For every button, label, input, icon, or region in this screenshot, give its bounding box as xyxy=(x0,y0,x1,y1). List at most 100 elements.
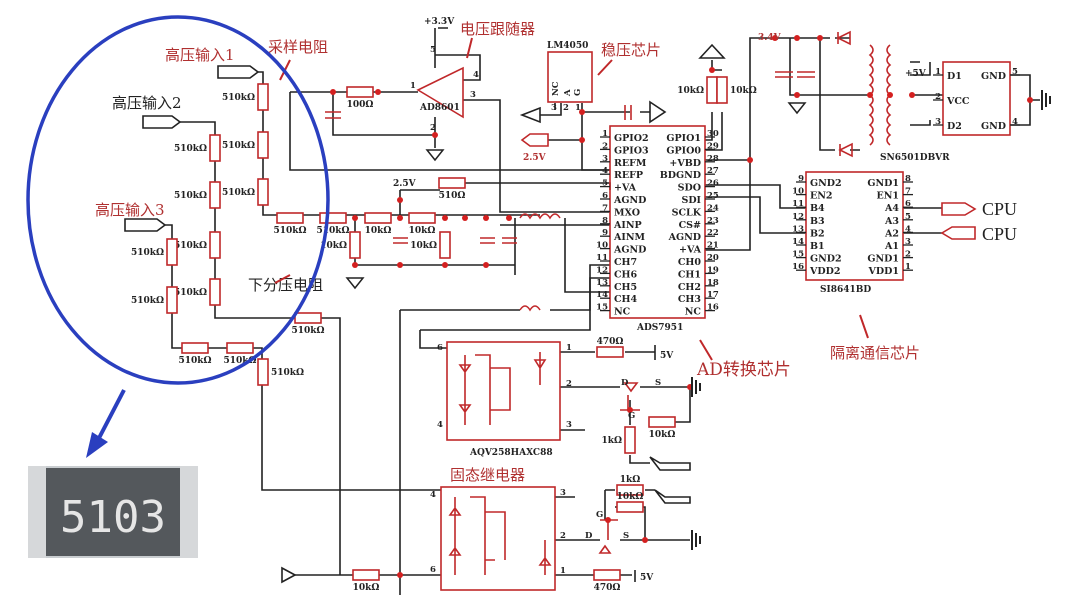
resistor: 510kΩ xyxy=(223,342,257,366)
pin-label: REFP xyxy=(614,170,643,181)
hv-input-3-label: 高压输入3 xyxy=(95,201,165,219)
pin-label: A2 xyxy=(884,228,899,239)
pin-number: 3 xyxy=(935,117,941,127)
pin-label: CS# xyxy=(679,220,701,231)
resistor: 10kΩ xyxy=(364,212,392,236)
pin-label: B2 xyxy=(810,228,825,239)
pin-number: 4 xyxy=(602,166,608,176)
resistor-value: 510kΩ xyxy=(178,356,211,366)
chip-pin: 5 GND xyxy=(981,67,1020,82)
pin-label: AGND xyxy=(613,195,646,206)
pin-label: AINP xyxy=(613,220,642,231)
isolator-label: SI8641BD xyxy=(820,285,871,295)
pin-label: B1 xyxy=(810,241,825,252)
resistor: 10kΩ xyxy=(352,569,380,593)
voltage-2v5: 2.5V xyxy=(393,179,417,189)
mosfet-pin: S xyxy=(655,378,661,388)
chip-pin: 5A3 xyxy=(884,212,913,227)
relay-aqv258 xyxy=(446,341,561,441)
sampling-resistor-label: 采样电阻 xyxy=(268,38,328,56)
pin-number: 15 xyxy=(596,303,608,313)
adc-ads7951 xyxy=(609,125,706,319)
capacitor xyxy=(624,105,632,120)
voltage-3v3: +3.3V xyxy=(424,17,455,27)
pin-label: GND xyxy=(981,71,1006,82)
pin-label: D2 xyxy=(947,121,962,132)
pin-label: B3 xyxy=(810,216,825,227)
pin-number: 2 xyxy=(905,250,911,260)
inductor xyxy=(519,305,541,312)
resistor: 510kΩ xyxy=(131,238,178,266)
resistor-value: 510kΩ xyxy=(174,288,207,298)
pin-number: 12 xyxy=(596,265,608,275)
pin-label: VCC xyxy=(946,96,970,107)
hv-input-2-flag xyxy=(142,115,182,129)
resistor-value: 510kΩ xyxy=(131,248,164,258)
pin-number: 13 xyxy=(596,278,608,288)
pin-number: 30 xyxy=(707,129,719,139)
pin-number: 6 xyxy=(905,199,911,209)
hv-input-2-label: 高压输入2 xyxy=(112,94,182,112)
pin-number: 7 xyxy=(905,187,911,197)
pin-number: 2 xyxy=(566,379,572,389)
mosfet-pin: S xyxy=(623,531,629,541)
pin-label: GND2 xyxy=(810,254,842,265)
resistor-value: 10kΩ xyxy=(410,241,437,251)
chip-pin: 6A4 xyxy=(884,199,913,214)
wires xyxy=(165,28,1040,595)
pin-label: +VBD xyxy=(669,158,701,169)
pin-number: 25 xyxy=(707,191,719,201)
resistor-value: 510Ω xyxy=(439,191,466,201)
resistor-value: 10kΩ xyxy=(409,226,436,236)
pin-label: A1 xyxy=(884,241,899,252)
pin-number: 5 xyxy=(602,179,608,189)
resistor: 510kΩ xyxy=(222,83,269,111)
pin-number: 20 xyxy=(707,253,719,263)
pin-label: MXO xyxy=(614,207,640,218)
pin-number: 23 xyxy=(707,216,719,226)
chip-pin: 23 CS# xyxy=(679,216,719,231)
resistor: 1kΩ xyxy=(616,475,644,496)
pin-number: 5 xyxy=(1012,67,1018,77)
resistor-value: 510kΩ xyxy=(174,144,207,154)
pin-number: 15 xyxy=(792,250,804,260)
chip-pin: 4 REFP xyxy=(600,166,643,181)
highlight-arrow xyxy=(96,389,126,441)
pin-number: 1 xyxy=(566,343,572,353)
pin-number: 10 xyxy=(596,241,608,251)
pin-number: 2 xyxy=(602,141,608,151)
chip-pin: 5+VA xyxy=(600,179,637,194)
hv-input-1-label: 高压输入1 xyxy=(165,46,235,64)
lower-divider-label: 下分压电阻 xyxy=(248,276,323,294)
connectors xyxy=(124,27,1051,584)
pin-label: VDD2 xyxy=(809,266,840,277)
resistor-value: 10kΩ xyxy=(649,430,676,440)
pin-number: 5 xyxy=(905,212,911,222)
opamp-ad8601 xyxy=(416,66,464,119)
pin-number: 14 xyxy=(792,237,804,247)
pin-number: 1 xyxy=(560,566,566,576)
pin-label: CH2 xyxy=(678,282,701,293)
mosfet-pin: D xyxy=(585,531,593,541)
pin-number: 4 xyxy=(430,490,436,500)
resistor-value: 470Ω xyxy=(597,337,624,347)
regulator-label: LM4050 xyxy=(547,41,588,51)
voltage-3v4: 3.4V xyxy=(758,33,782,43)
dcdc-sn6501 xyxy=(942,61,1011,136)
resistor-value: 510kΩ xyxy=(222,93,255,103)
